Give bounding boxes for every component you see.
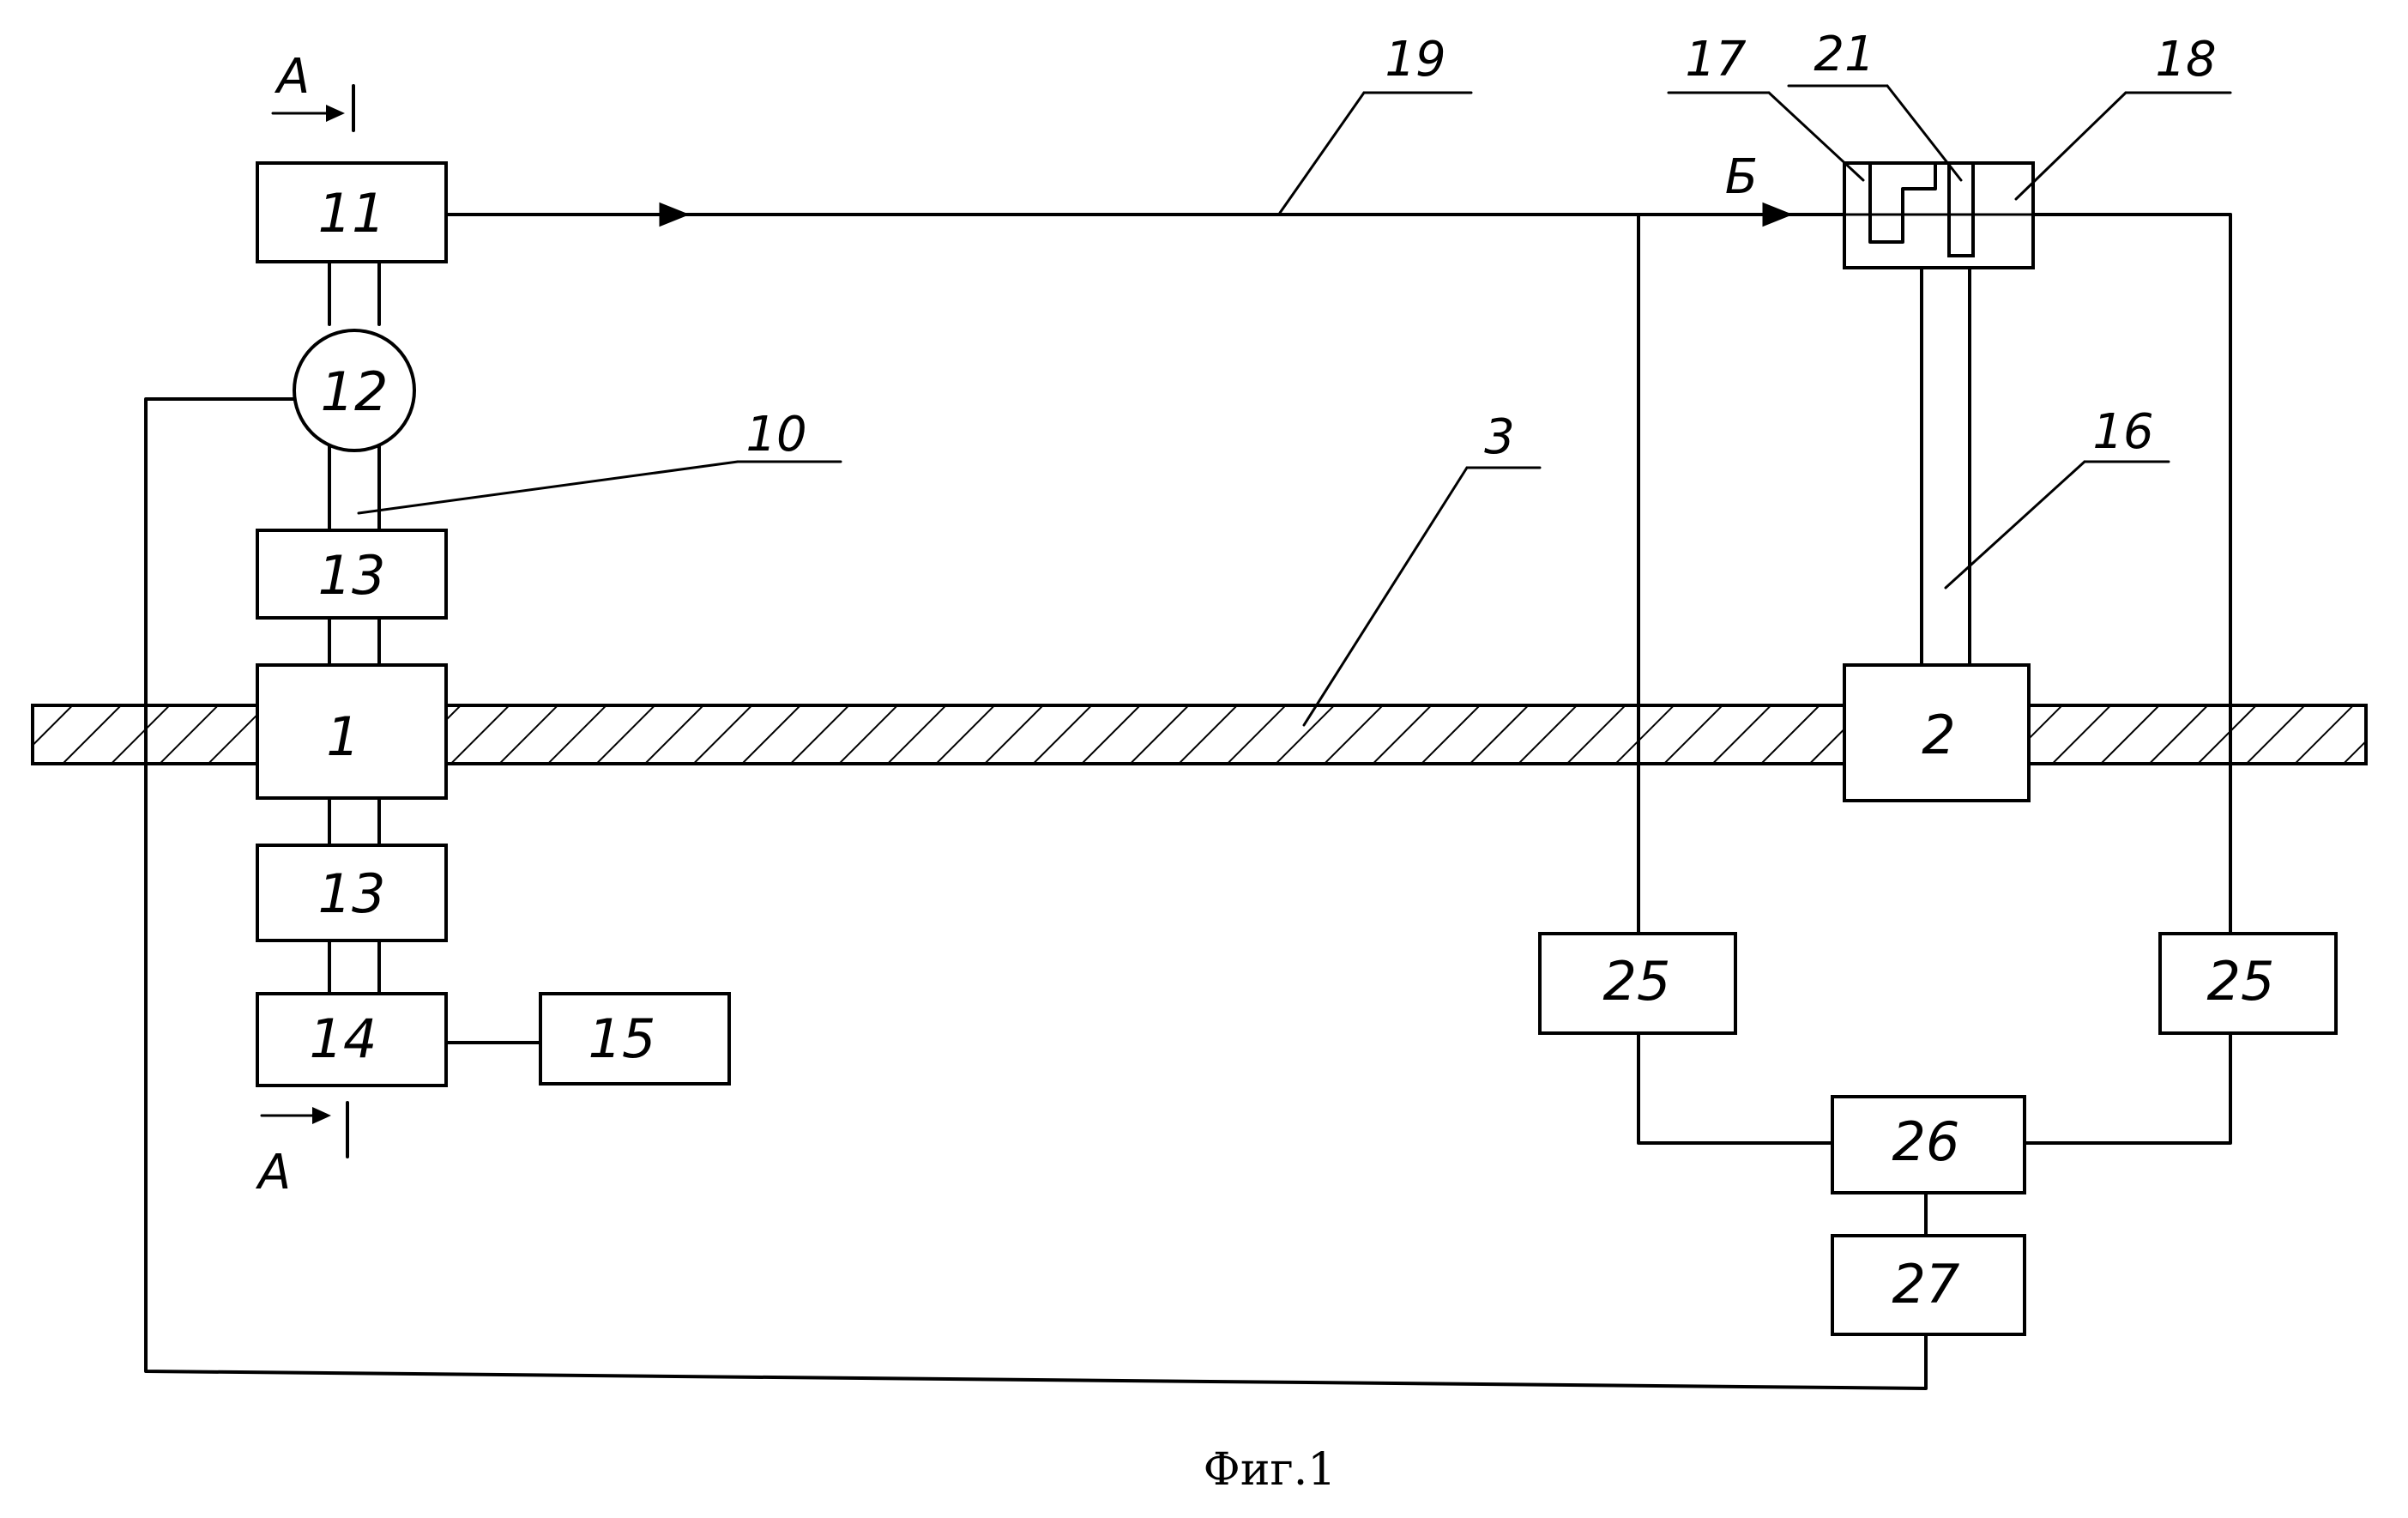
section-mark-b: Б xyxy=(1725,149,1758,205)
label-17: 17 xyxy=(1685,32,1747,88)
leader-3: 3 xyxy=(1304,409,1540,725)
block-11: 11 xyxy=(257,163,446,262)
label-19: 19 xyxy=(1385,32,1445,88)
label-16: 16 xyxy=(2092,404,2153,460)
block-27: 27 xyxy=(1832,1236,2025,1334)
block-14: 14 xyxy=(257,994,540,1086)
label-15: 15 xyxy=(588,1007,656,1070)
label-3: 3 xyxy=(1484,409,1515,465)
label-14: 14 xyxy=(310,1007,377,1070)
block-26: 26 xyxy=(1832,1097,2025,1193)
label-1: 1 xyxy=(326,705,359,768)
label-b: Б xyxy=(1725,149,1758,205)
label-26: 26 xyxy=(1892,1110,1960,1173)
section-mark-a-top: А xyxy=(273,49,353,130)
block-1: 1 xyxy=(257,665,446,798)
label-18: 18 xyxy=(2155,32,2216,88)
block-13-bottom: 13 xyxy=(257,845,446,940)
label-25-left: 25 xyxy=(1603,950,1671,1013)
block-25-left: 25 xyxy=(1540,934,1735,1033)
label-2: 2 xyxy=(1922,704,1955,766)
label-27: 27 xyxy=(1892,1253,1960,1315)
section-mark-a-bottom: А xyxy=(256,1103,347,1200)
label-a-top: А xyxy=(275,49,310,105)
leader-21: 21 xyxy=(1789,27,1961,180)
sensor-17-18 xyxy=(1844,163,2033,268)
motor-12: 12 xyxy=(294,330,414,451)
label-12: 12 xyxy=(321,360,389,423)
caption-text: Фиг.1 xyxy=(1204,1444,1337,1496)
block-2: 2 xyxy=(1844,665,2029,801)
block-15: 15 xyxy=(540,994,729,1084)
right-rod-16 xyxy=(1922,268,1970,665)
figure-caption: Фиг.1 xyxy=(1204,1444,1337,1496)
label-a-bottom: А xyxy=(256,1145,291,1200)
label-11: 11 xyxy=(318,182,386,245)
label-21: 21 xyxy=(1814,27,1874,82)
block-13-top: 13 xyxy=(257,530,446,618)
label-13-bottom: 13 xyxy=(318,862,386,925)
leader-16: 16 xyxy=(1946,404,2169,588)
leader-19: 19 xyxy=(1280,32,1471,213)
label-13-top: 13 xyxy=(318,544,386,607)
leader-10: 10 xyxy=(359,407,841,513)
label-10: 10 xyxy=(745,407,806,463)
block-25-right: 25 xyxy=(2160,934,2336,1033)
leader-18: 18 xyxy=(2016,32,2230,199)
label-25-right: 25 xyxy=(2207,950,2275,1013)
